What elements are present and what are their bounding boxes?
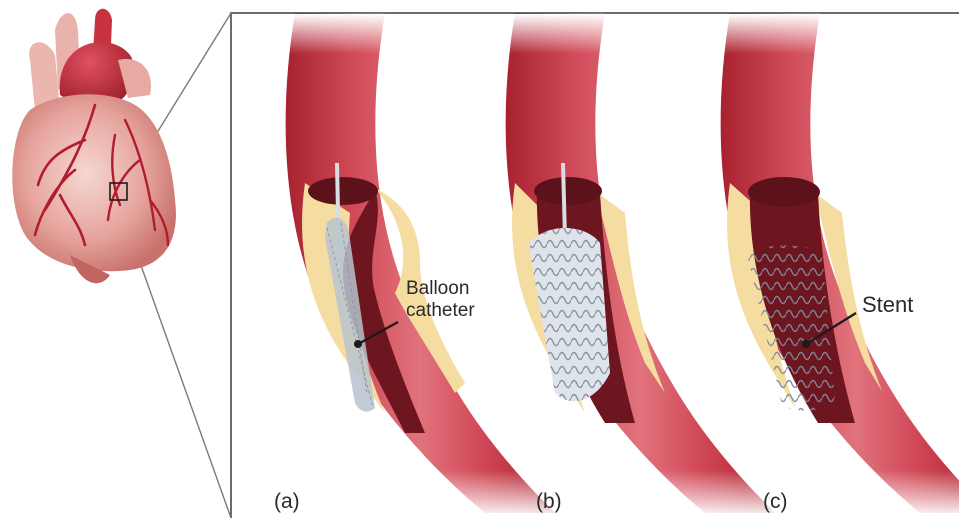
balloon-label-line1: Balloon: [406, 278, 475, 300]
panel-label-a: (a): [274, 490, 300, 514]
stent-label: Stent: [862, 292, 913, 318]
balloon-catheter-label: Balloon catheter: [406, 278, 475, 322]
heart-illustration: [12, 9, 176, 283]
balloon-label-line2: catheter: [406, 300, 475, 322]
panel-label-b: (b): [536, 490, 562, 514]
panel-label-c: (c): [763, 490, 788, 514]
